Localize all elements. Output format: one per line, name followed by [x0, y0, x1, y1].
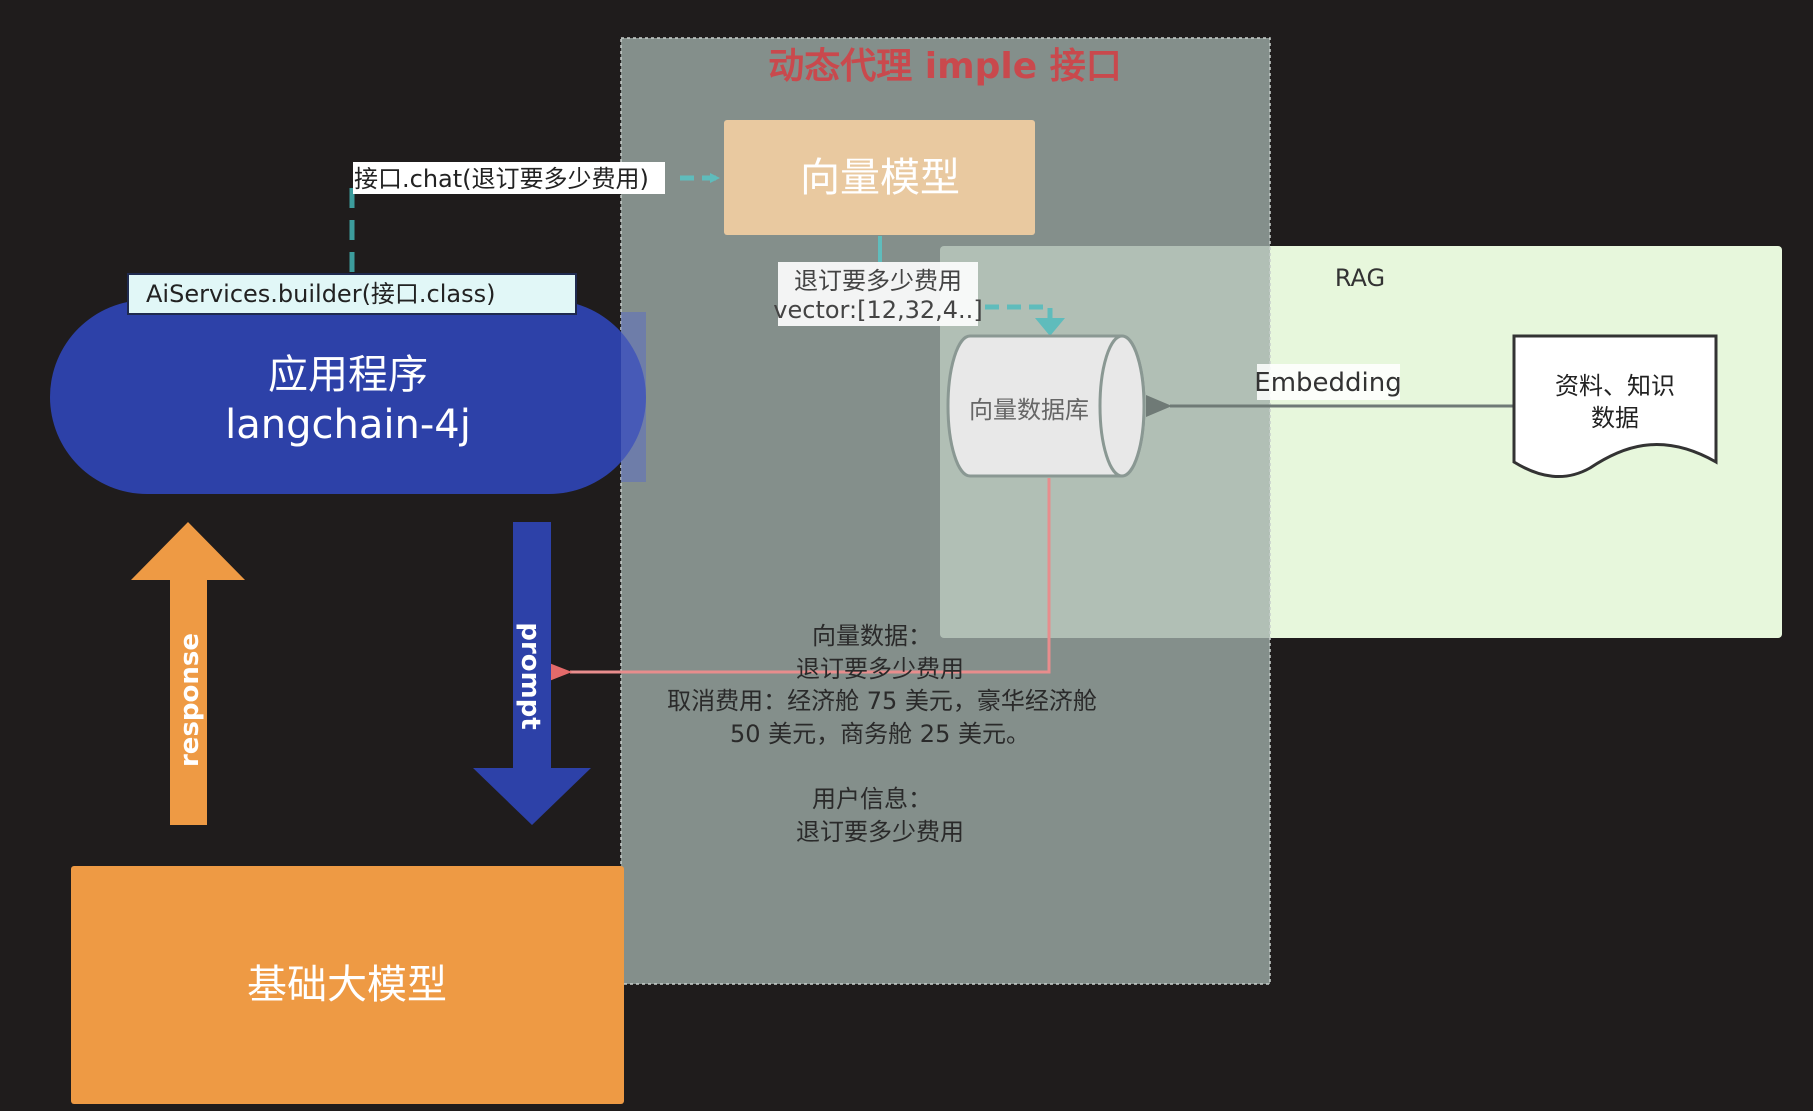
retrieved-line: 向量数据：: [812, 622, 932, 650]
vector-model-box: 向量模型: [724, 120, 1035, 235]
retrieved-line: 退订要多少费用: [796, 818, 964, 846]
prompt-arrow: prompt: [473, 522, 591, 825]
document-line2: 数据: [1591, 404, 1639, 432]
embedding-label: Embedding: [1254, 368, 1401, 398]
application-node: 应用程序 langchain-4j: [50, 300, 646, 494]
aiservices-label: AiServices.builder(接口.class): [146, 280, 496, 308]
aiservices-box: AiServices.builder(接口.class): [127, 273, 577, 315]
retrieved-content: 向量数据： 退订要多少费用 取消费用：经济舱 75 美元，豪华经济舱 50 美元…: [667, 622, 1097, 846]
retrieved-line: 退订要多少费用: [796, 655, 964, 683]
retrieved-line: 用户信息：: [812, 785, 932, 813]
embedding-connector: Embedding: [1146, 364, 1514, 417]
retrieval-connector: [544, 478, 1051, 683]
base-model-label: 基础大模型: [247, 962, 447, 1008]
app-label-line1: 应用程序: [268, 352, 428, 398]
document-line1: 资料、知识: [1555, 372, 1675, 400]
vector-database: 向量数据库: [946, 334, 1146, 478]
response-label: response: [175, 633, 205, 767]
proxy-region-title: 动态代理 imple 接口: [768, 46, 1121, 87]
base-model-box: 基础大模型: [71, 866, 624, 1104]
vector-db-label: 向量数据库: [969, 396, 1089, 424]
vector-query-line1: 退订要多少费用: [794, 267, 962, 295]
document-node: 资料、知识 数据: [1512, 334, 1718, 479]
vector-query-connector: 退订要多少费用 vector:[12,32,4..]: [773, 236, 1065, 336]
app-label-line2: langchain-4j: [225, 402, 471, 448]
prompt-label: prompt: [515, 622, 545, 729]
vector-query-line2: vector:[12,32,4..]: [773, 296, 982, 324]
retrieved-line: 50 美元，商务舱 25 美元。: [730, 720, 1030, 748]
rag-label: RAG: [1335, 264, 1385, 292]
interface-call-label: 接口.chat(退订要多少费用): [354, 165, 649, 193]
vector-model-label: 向量模型: [800, 155, 960, 201]
response-arrow: response: [131, 522, 245, 825]
interface-call-connector: 接口.chat(退订要多少费用): [349, 162, 720, 272]
retrieved-line: 取消费用：经济舱 75 美元，豪华经济舱: [667, 687, 1097, 715]
